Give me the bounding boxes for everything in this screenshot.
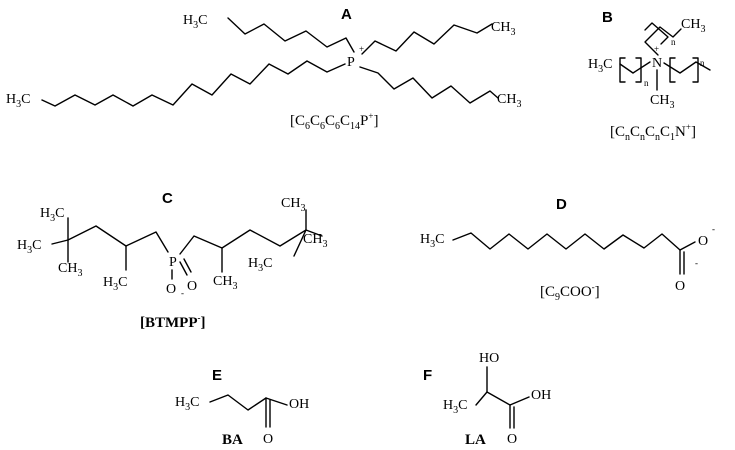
panel-b-nitrogen: N [652, 56, 662, 71]
panel-f: F HO H3C OH O LA [423, 351, 551, 448]
panel-c-oxygen-2: O [187, 279, 197, 294]
panel-b-h3c: H3C [588, 57, 612, 75]
panel-c-h3c-3: H3C [103, 275, 127, 293]
panel-e-h3c: H3C [175, 395, 199, 413]
panel-c-letter: C [162, 190, 173, 207]
panel-c-phosphorus: P [169, 255, 177, 270]
panel-c-tbu2-bottom [293, 229, 307, 257]
panel-a-h3c-left: H3C [6, 92, 30, 110]
panel-e-chain [209, 394, 288, 411]
panel-e: E H3C OH O BA [175, 367, 309, 448]
panel-b-left-bracket-b [635, 57, 642, 83]
panel-b-ch3-bottom: CH3 [650, 93, 674, 111]
panel-f-ho: HO [479, 351, 499, 366]
panel-d-minus-top: - [712, 224, 715, 234]
panel-c-caption: [BTMPP-] [140, 313, 206, 331]
panel-e-oh: OH [289, 397, 309, 412]
panel-d: D H3C O - - O [C9COO-] [420, 196, 715, 303]
panel-d-oxygen-1: O [698, 234, 708, 249]
panel-d-oxygen-2: O [675, 279, 685, 294]
panel-c-oxygen-1: O [166, 282, 176, 297]
panel-b-top-chain [644, 26, 682, 56]
panel-a-lower-right-chain [359, 66, 499, 104]
panel-f-oxygen: O [507, 432, 517, 447]
panel-a-caption: [C6C6C6C14P+] [290, 111, 378, 132]
panel-a-upper-right-chain [361, 23, 493, 55]
panel-c-tbu1-left [51, 239, 69, 245]
panel-f-chain [475, 391, 530, 406]
panel-c-tbu2-right [305, 229, 323, 237]
panel-c: C H3C H3C CH3 H3C P O - O CH3 CH3 CH3 H3… [17, 190, 327, 331]
panel-c-ch3-1: CH3 [58, 261, 82, 279]
panel-a-long-chain [41, 60, 346, 107]
panel-c-minus: - [181, 288, 184, 298]
panel-b-nitrogen-charge: + [654, 44, 659, 54]
panel-d-h3c: H3C [420, 232, 444, 250]
panel-b-letter: B [602, 9, 613, 26]
panel-b-ch3-top: CH3 [681, 17, 705, 35]
panel-c-ch3-2: CH3 [213, 274, 237, 292]
panel-e-caption: BA [222, 432, 243, 448]
panel-f-oh: OH [531, 388, 551, 403]
panel-b: B CH3 n N + H3C n n CH3 [CnCnCnC1N+] [588, 9, 711, 143]
panel-a: A H3C CH3 P + H3C CH3 [C6C6C6C14P+] [6, 6, 521, 132]
panel-b-right-bracket-a [669, 57, 676, 83]
panel-d-chain [452, 232, 681, 251]
panel-c-left-backbone [67, 225, 169, 253]
panel-a-phosphorus-charge: + [359, 44, 364, 54]
panel-e-letter: E [212, 367, 222, 384]
panel-f-caption: LA [465, 432, 486, 448]
panel-b-left-chain [619, 61, 651, 74]
panel-b-n-top: n [671, 37, 676, 47]
panel-a-ch3-right: CH3 [497, 92, 521, 110]
panel-c-ch3-4: CH3 [303, 232, 327, 250]
panel-d-caption: [C9COO-] [540, 282, 600, 303]
panel-d-minus: - [695, 258, 698, 268]
panel-d-letter: D [556, 196, 567, 213]
panel-d-co-single [679, 241, 696, 251]
panel-c-right-backbone [179, 229, 307, 255]
panel-a-h3c-top: H3C [183, 13, 207, 31]
panel-c-h3c-4: H3C [248, 256, 272, 274]
panel-b-right-chain [663, 61, 711, 74]
panel-c-ch3-3: CH3 [281, 196, 305, 214]
panel-b-caption: [CnCnCnC1N+] [610, 122, 696, 143]
panel-a-upper-left-chain [227, 17, 355, 53]
panel-c-h3c-1: H3C [40, 206, 64, 224]
panel-b-n-right: n [700, 58, 705, 68]
panel-f-letter: F [423, 367, 432, 384]
panel-f-h3c: H3C [443, 398, 467, 416]
panel-a-ch3-top: CH3 [491, 20, 515, 38]
panel-c-h3c-2: H3C [17, 238, 41, 256]
panel-a-phosphorus: P [347, 55, 355, 70]
panel-b-n-left: n [644, 78, 649, 88]
panel-b-right-bracket-b [692, 57, 699, 83]
panel-c-po2-bond-a [179, 261, 188, 276]
panel-e-oxygen: O [263, 432, 273, 447]
panel-a-letter: A [341, 6, 352, 23]
panel-c-po2-bond-b [183, 258, 192, 273]
panel-b-left-bracket-a [619, 57, 626, 83]
panel-b-top-bracket [644, 22, 669, 45]
